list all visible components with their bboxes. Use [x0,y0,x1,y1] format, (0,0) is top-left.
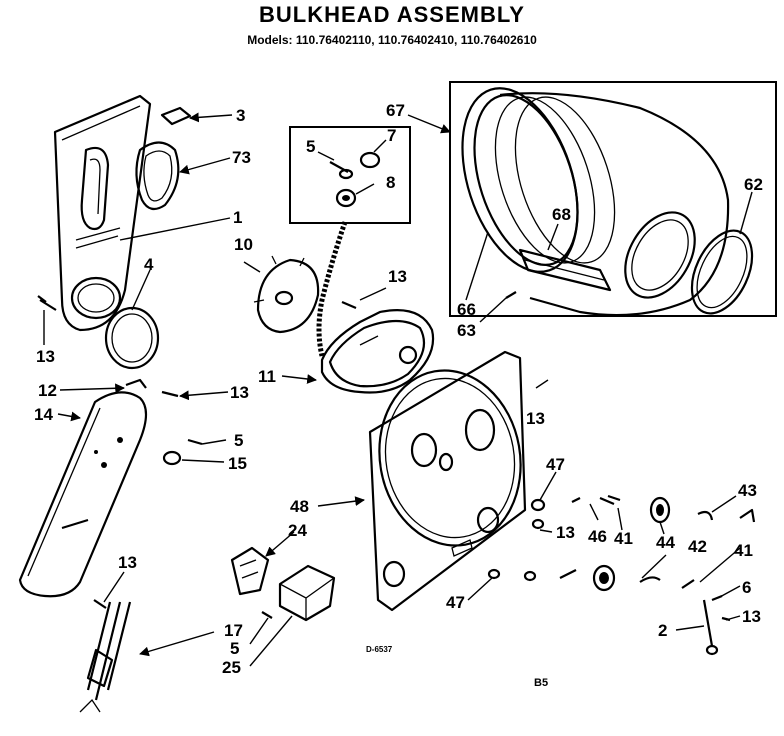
callout-13-left: 13 [36,347,55,366]
clip-part-12 [125,378,147,389]
callout-44: 44 [656,533,675,552]
callout-10: 10 [234,235,253,254]
front-panel-part-1 [53,94,152,332]
callout-73: 73 [232,148,251,167]
drive-belt [316,221,348,357]
callout-13-mid: 13 [388,267,407,286]
callout-24: 24 [288,521,307,540]
callout-3: 3 [236,106,245,125]
callout-labels: 3 73 1 4 13 5 7 8 10 13 11 67 68 62 66 6… [34,101,763,689]
callout-4: 4 [144,255,154,274]
bulkhead-part-48 [368,350,527,612]
inset-box-parts-5-7-8 [289,126,411,224]
idler-pulley-part-10 [253,255,320,334]
callout-13-e: 13 [556,523,575,542]
screw-part-5-bracket [187,438,203,446]
seal-ring-part-4 [104,306,160,370]
leader-lines [43,112,753,667]
callout-17: 17 [224,621,243,640]
callout-2: 2 [658,621,667,640]
callout-15: 15 [228,454,247,473]
callout-68: 68 [552,205,571,224]
clip-part-3 [160,106,192,126]
callout-14: 14 [34,405,53,424]
callout-66: 66 [457,300,476,319]
callout-47-top: 47 [546,455,565,474]
callout-12: 12 [38,381,57,400]
callout-13-c: 13 [230,383,249,402]
callout-1: 1 [233,208,242,227]
screw-part-63 [505,291,517,299]
screw-part-13-b [341,300,357,310]
callout-63: 63 [457,321,476,340]
callout-25: 25 [222,658,241,677]
callout-13-d: 13 [118,553,137,572]
mount-plate-part-11 [320,309,435,394]
drum-seal-part-62 [690,229,754,315]
screw-part-13-a [37,295,57,311]
page-title: BULKHEAD ASSEMBLY [259,2,525,27]
callout-5-bottom: 5 [230,639,239,658]
washer-part-15 [162,450,182,466]
screw-part-5-bottom [261,611,273,619]
wiring-harness [79,601,132,713]
callout-6: 6 [742,578,751,597]
screw-part-13-d [93,599,107,609]
callout-47-bottom: 47 [446,593,465,612]
callout-13-top-right: 13 [526,409,545,428]
callout-11: 11 [258,367,276,386]
callout-46: 46 [588,527,607,546]
callout-42: 42 [688,537,707,556]
page-code: B5 [534,677,548,689]
rod-part-2 [702,599,719,656]
shaft-hardware-row [487,494,756,592]
callout-41-b: 41 [734,541,753,560]
callout-8: 8 [386,173,395,192]
drum-part-67 [461,87,730,317]
drawing-id: D-6537 [366,645,393,654]
box-part-17 [278,564,336,622]
callout-67: 67 [386,101,405,120]
gasket-part-73 [135,141,180,211]
model-numbers: Models: 110.76402110, 110.76402410, 110.… [247,33,537,47]
callout-41-a: 41 [614,529,633,548]
callout-13-f: 13 [742,607,761,626]
callout-5-inset: 5 [306,137,315,156]
screw-part-13-c [161,390,179,398]
callout-5-bracket: 5 [234,431,243,450]
callout-43: 43 [738,481,757,500]
callout-62: 62 [744,175,763,194]
switch-part-24 [230,546,270,596]
callout-48: 48 [290,497,309,516]
callout-7: 7 [387,126,396,145]
